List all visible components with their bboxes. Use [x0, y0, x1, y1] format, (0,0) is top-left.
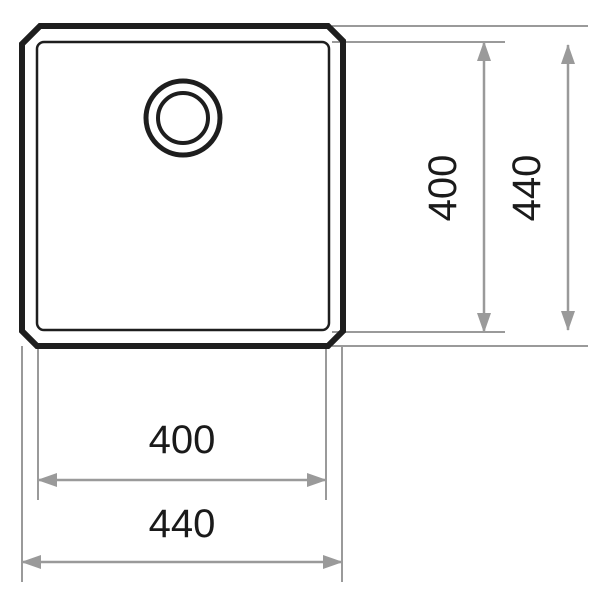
drain-outer-ring [143, 78, 223, 158]
drain-icon [143, 78, 223, 158]
outer-height-label: 440 [505, 155, 549, 222]
sink-inner-basin [35, 40, 331, 332]
extension-lines [21, 25, 588, 582]
inner-width-label: 400 [149, 418, 216, 462]
sink-outline [19, 23, 346, 349]
drain-inner-ring [156, 91, 210, 145]
inner-height-label: 400 [421, 155, 465, 222]
dimension-arrows [21, 41, 575, 569]
outer-width-label: 440 [149, 502, 216, 546]
sink-outer-rim [19, 23, 346, 349]
